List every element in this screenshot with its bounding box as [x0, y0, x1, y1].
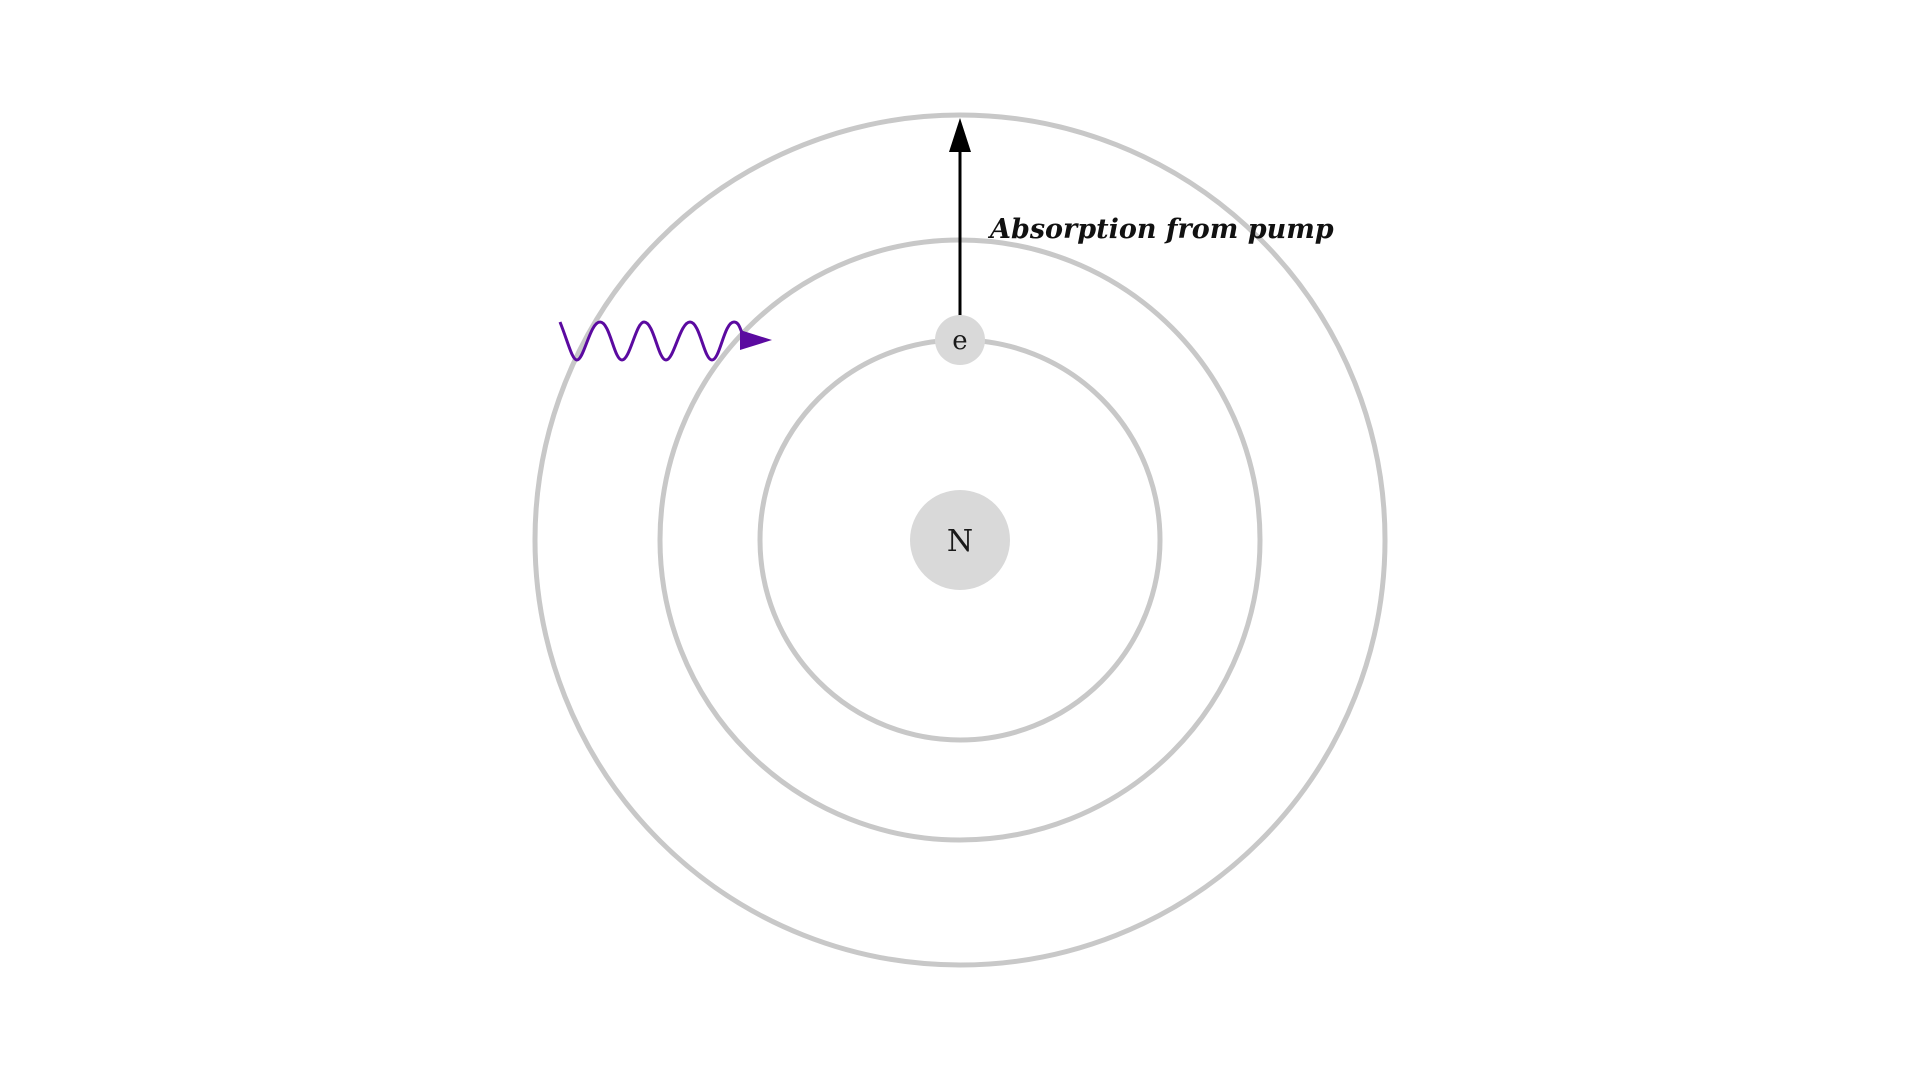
nucleus: N [910, 490, 1010, 590]
electron-label: e [952, 326, 967, 356]
nucleus-disc [910, 490, 1010, 590]
absorption-caption: Absorption from pump [987, 214, 1334, 245]
electron: e [935, 315, 985, 365]
up-arrow-icon [949, 118, 971, 152]
electron-disc [935, 315, 985, 365]
outer-orbit [532, 112, 1388, 968]
absorption-arrow [949, 118, 971, 338]
wavy-arrow-icon [558, 320, 751, 362]
photon [558, 320, 772, 362]
photon-arrowhead-icon [740, 330, 772, 350]
nucleus-label: N [947, 524, 973, 559]
